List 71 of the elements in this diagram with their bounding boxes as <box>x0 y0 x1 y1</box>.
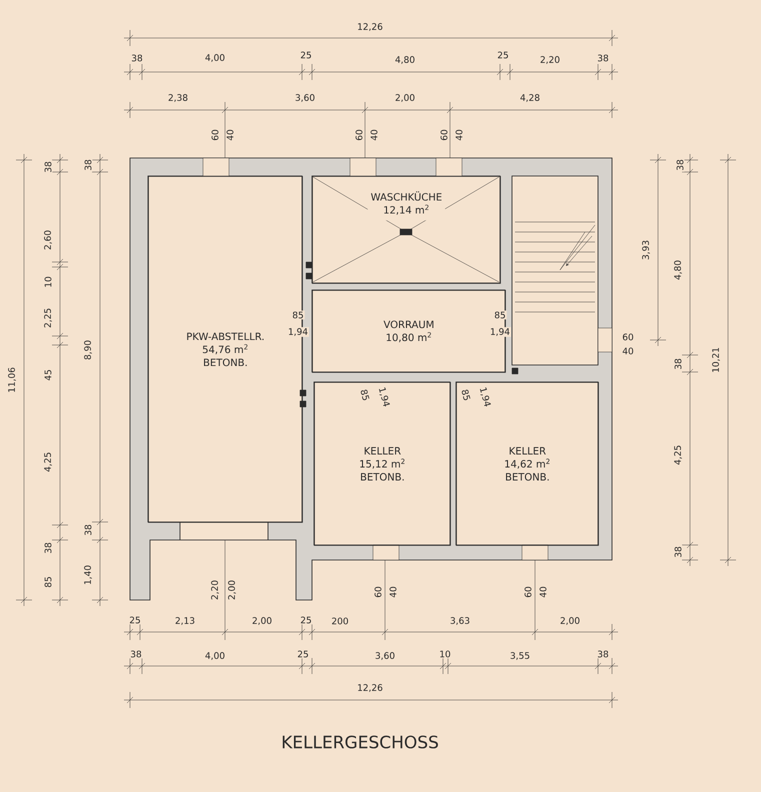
dimension-label: 40 <box>370 128 378 142</box>
dimension-label: 4,80 <box>673 258 683 282</box>
dimension-label: 38 <box>674 357 682 371</box>
dimension-label: 1,94 <box>488 327 512 337</box>
dimension-label: 85 <box>44 575 52 589</box>
dimension-label: 2,38 <box>166 93 190 103</box>
dimension-label: 2,00 <box>394 93 416 103</box>
dimension-label: 2,20 <box>210 578 220 602</box>
dimension-label: 1,94 <box>477 385 493 409</box>
dimension-label: 85 <box>460 387 472 403</box>
dimension-label: 12,26 <box>356 22 384 32</box>
dimension-label: 60 <box>621 332 635 342</box>
dimension-label: 3,60 <box>294 93 316 103</box>
dimension-label: 3,93 <box>641 238 651 262</box>
dimension-label: 4,00 <box>204 53 226 63</box>
dimension-label: 2,00 <box>558 616 582 626</box>
dimension-label: 38 <box>674 545 682 559</box>
dimension-label: 2,25 <box>43 306 53 330</box>
dimension-label: 25 <box>299 616 313 624</box>
dimension-label: 1,40 <box>83 564 93 586</box>
dimension-label: 2,13 <box>174 616 196 626</box>
dimension-label: 4,28 <box>518 93 542 103</box>
dimension-label: 3,63 <box>448 616 472 626</box>
dimension-label: 40 <box>454 128 464 142</box>
room: WASCHKÜCHE 12,14 m$^{2}$ <box>312 176 501 284</box>
dimension-label: 38 <box>84 158 92 172</box>
dimension-label: 3,55 <box>508 651 532 661</box>
dimension-label: 10,21 <box>711 346 721 374</box>
drawing-title: KELLERGESCHOSS <box>282 736 438 748</box>
dimension-label: 2,20 <box>538 55 562 65</box>
dimension-label: 85 <box>291 310 305 320</box>
dimension-label: 25 <box>296 650 310 658</box>
dimension-label: 10 <box>438 650 452 658</box>
dimension-label: 25 <box>128 616 142 624</box>
dimension-label: 38 <box>129 650 143 658</box>
dimension-label: 38 <box>596 650 610 658</box>
dimension-label: 60 <box>524 585 532 599</box>
dimension-label: 25 <box>299 50 313 60</box>
dimension-label: 3,60 <box>374 651 396 661</box>
dimension-label: 4,25 <box>43 450 53 474</box>
dimension-label: 38 <box>676 158 684 172</box>
dimension-label: 40 <box>388 585 398 599</box>
dimension-label: 60 <box>440 128 448 142</box>
dimension-label: 2,60 <box>43 228 53 252</box>
dimension-label: 8,90 <box>83 338 93 362</box>
dimension-label: 40 <box>538 585 548 599</box>
dimension-label: 60 <box>210 128 220 142</box>
dimension-label: 25 <box>496 50 510 60</box>
dimension-label: 200 <box>330 616 350 626</box>
dimension-label: 38 <box>130 54 144 62</box>
dimension-label: 60 <box>374 585 382 599</box>
dimension-label: 1,94 <box>376 385 392 409</box>
dimension-label: 4,25 <box>673 444 683 466</box>
dimension-label: 11,06 <box>7 366 17 394</box>
dimension-label: 1,94 <box>286 327 310 337</box>
dimension-label: 4,80 <box>394 55 416 65</box>
dimension-label: 40 <box>621 346 635 356</box>
dimension-label: 12,26 <box>356 683 384 693</box>
dimension-label: 38 <box>44 541 52 555</box>
dimension-label: 2,00 <box>227 578 237 602</box>
dimension-label: 2,00 <box>250 616 274 626</box>
dimension-label: 45 <box>44 368 52 382</box>
dimension-label: 60 <box>354 128 364 142</box>
dimension-label: 40 <box>226 128 234 142</box>
dimension-label: 10 <box>44 275 52 289</box>
dimension-label: 85 <box>359 387 371 403</box>
dimension-label: 85 <box>493 310 507 320</box>
dimension-label: 4,00 <box>204 651 226 661</box>
dimension-label: 38 <box>84 523 92 537</box>
dimension-label: 38 <box>44 160 52 174</box>
dimension-label: 38 <box>596 54 610 62</box>
